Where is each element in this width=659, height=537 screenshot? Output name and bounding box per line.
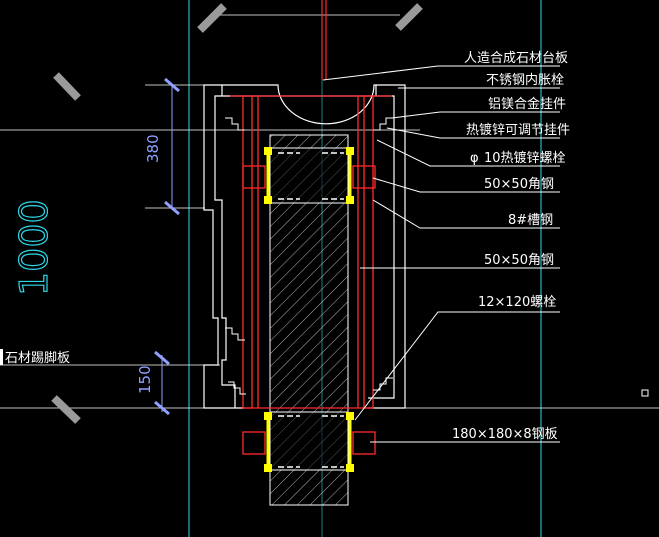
axis-markers [51,3,423,424]
callout-10: 180×180×8钢板 [452,427,558,442]
bolt-head-7 [264,464,272,472]
top-slab-basin [221,84,377,125]
outer-casing-left [203,84,245,409]
dimension-chain-upper [164,77,180,216]
callout-7: 8#槽钢 [508,213,553,228]
channel-left [242,95,253,409]
view-marker [641,389,649,397]
callout-3: 铝镁合金挂件 [488,96,566,112]
bolt-head-3 [264,196,272,204]
dim-lower-text: 150 [136,365,154,394]
bolt-head-6 [346,412,354,420]
clip-upper-left [225,117,245,131]
bolt-heads [264,147,354,472]
concrete-column-lower-plate [269,411,349,471]
callout-5: 10热镀锌螺栓 [484,150,566,166]
leader-lines [322,65,560,443]
callout-labels: 人造合成石材台板 不锈钢内胀栓 铝镁合金挂件 热镀锌可调节挂件 φ 10热镀锌螺… [452,51,570,442]
axis-marker-3 [53,72,81,101]
bolt-head-1 [264,147,272,155]
steel-frame [230,95,392,455]
dim-lower-tick-bottom [154,400,170,416]
anchor-lines [278,152,344,468]
callout-4: 热镀锌可调节挂件 [466,122,570,138]
dim-lower-tick-top [154,350,170,366]
diameter-symbol: φ [470,151,479,166]
callout-9: 12×120螺栓 [478,295,556,310]
channel-right [363,95,374,409]
side-label-text: 石材踢脚板 [5,350,70,366]
outer-casing-right [368,84,406,409]
callout-8: 50×50角钢 [484,253,554,268]
leader-6 [372,177,560,193]
concrete-column-upper-plate [269,147,349,204]
axis-marker-1 [197,3,227,33]
side-label-bracket [0,349,3,365]
leader-3 [391,111,560,119]
dim-upper-tick-bottom [164,200,180,216]
leader-4 [386,127,560,139]
plate-right-upper [352,165,376,189]
axis-marker-2 [395,3,423,31]
plate-left-upper [242,165,266,189]
bolt-head-8 [346,464,354,472]
leader-5 [376,139,560,167]
dim-upper-tick-top [164,77,180,93]
callout-6: 50×50角钢 [484,177,554,192]
inner-casing-left [214,95,236,408]
bolts [266,150,352,470]
callout-2: 不锈钢内胀栓 [486,72,564,88]
axis-marker-4 [51,395,81,424]
leader-1 [322,65,560,81]
clip-upper-right [373,117,393,131]
dim-overall-text: 1000 [12,199,56,296]
plate-left-lower [242,431,266,455]
bolt-head-2 [346,147,354,155]
leader-9 [354,311,560,421]
dim-upper-text: 380 [144,134,162,163]
inner-casing-right [368,95,395,399]
dimension-chain-lower [154,350,170,416]
bolt-head-5 [264,412,272,420]
clip-mid-left [225,327,245,341]
bolt-head-4 [346,196,354,204]
leader-7 [372,199,560,229]
clip-lower-left [228,381,246,395]
plate-right-lower [352,431,376,455]
callout-1: 人造合成石材台板 [464,51,568,66]
